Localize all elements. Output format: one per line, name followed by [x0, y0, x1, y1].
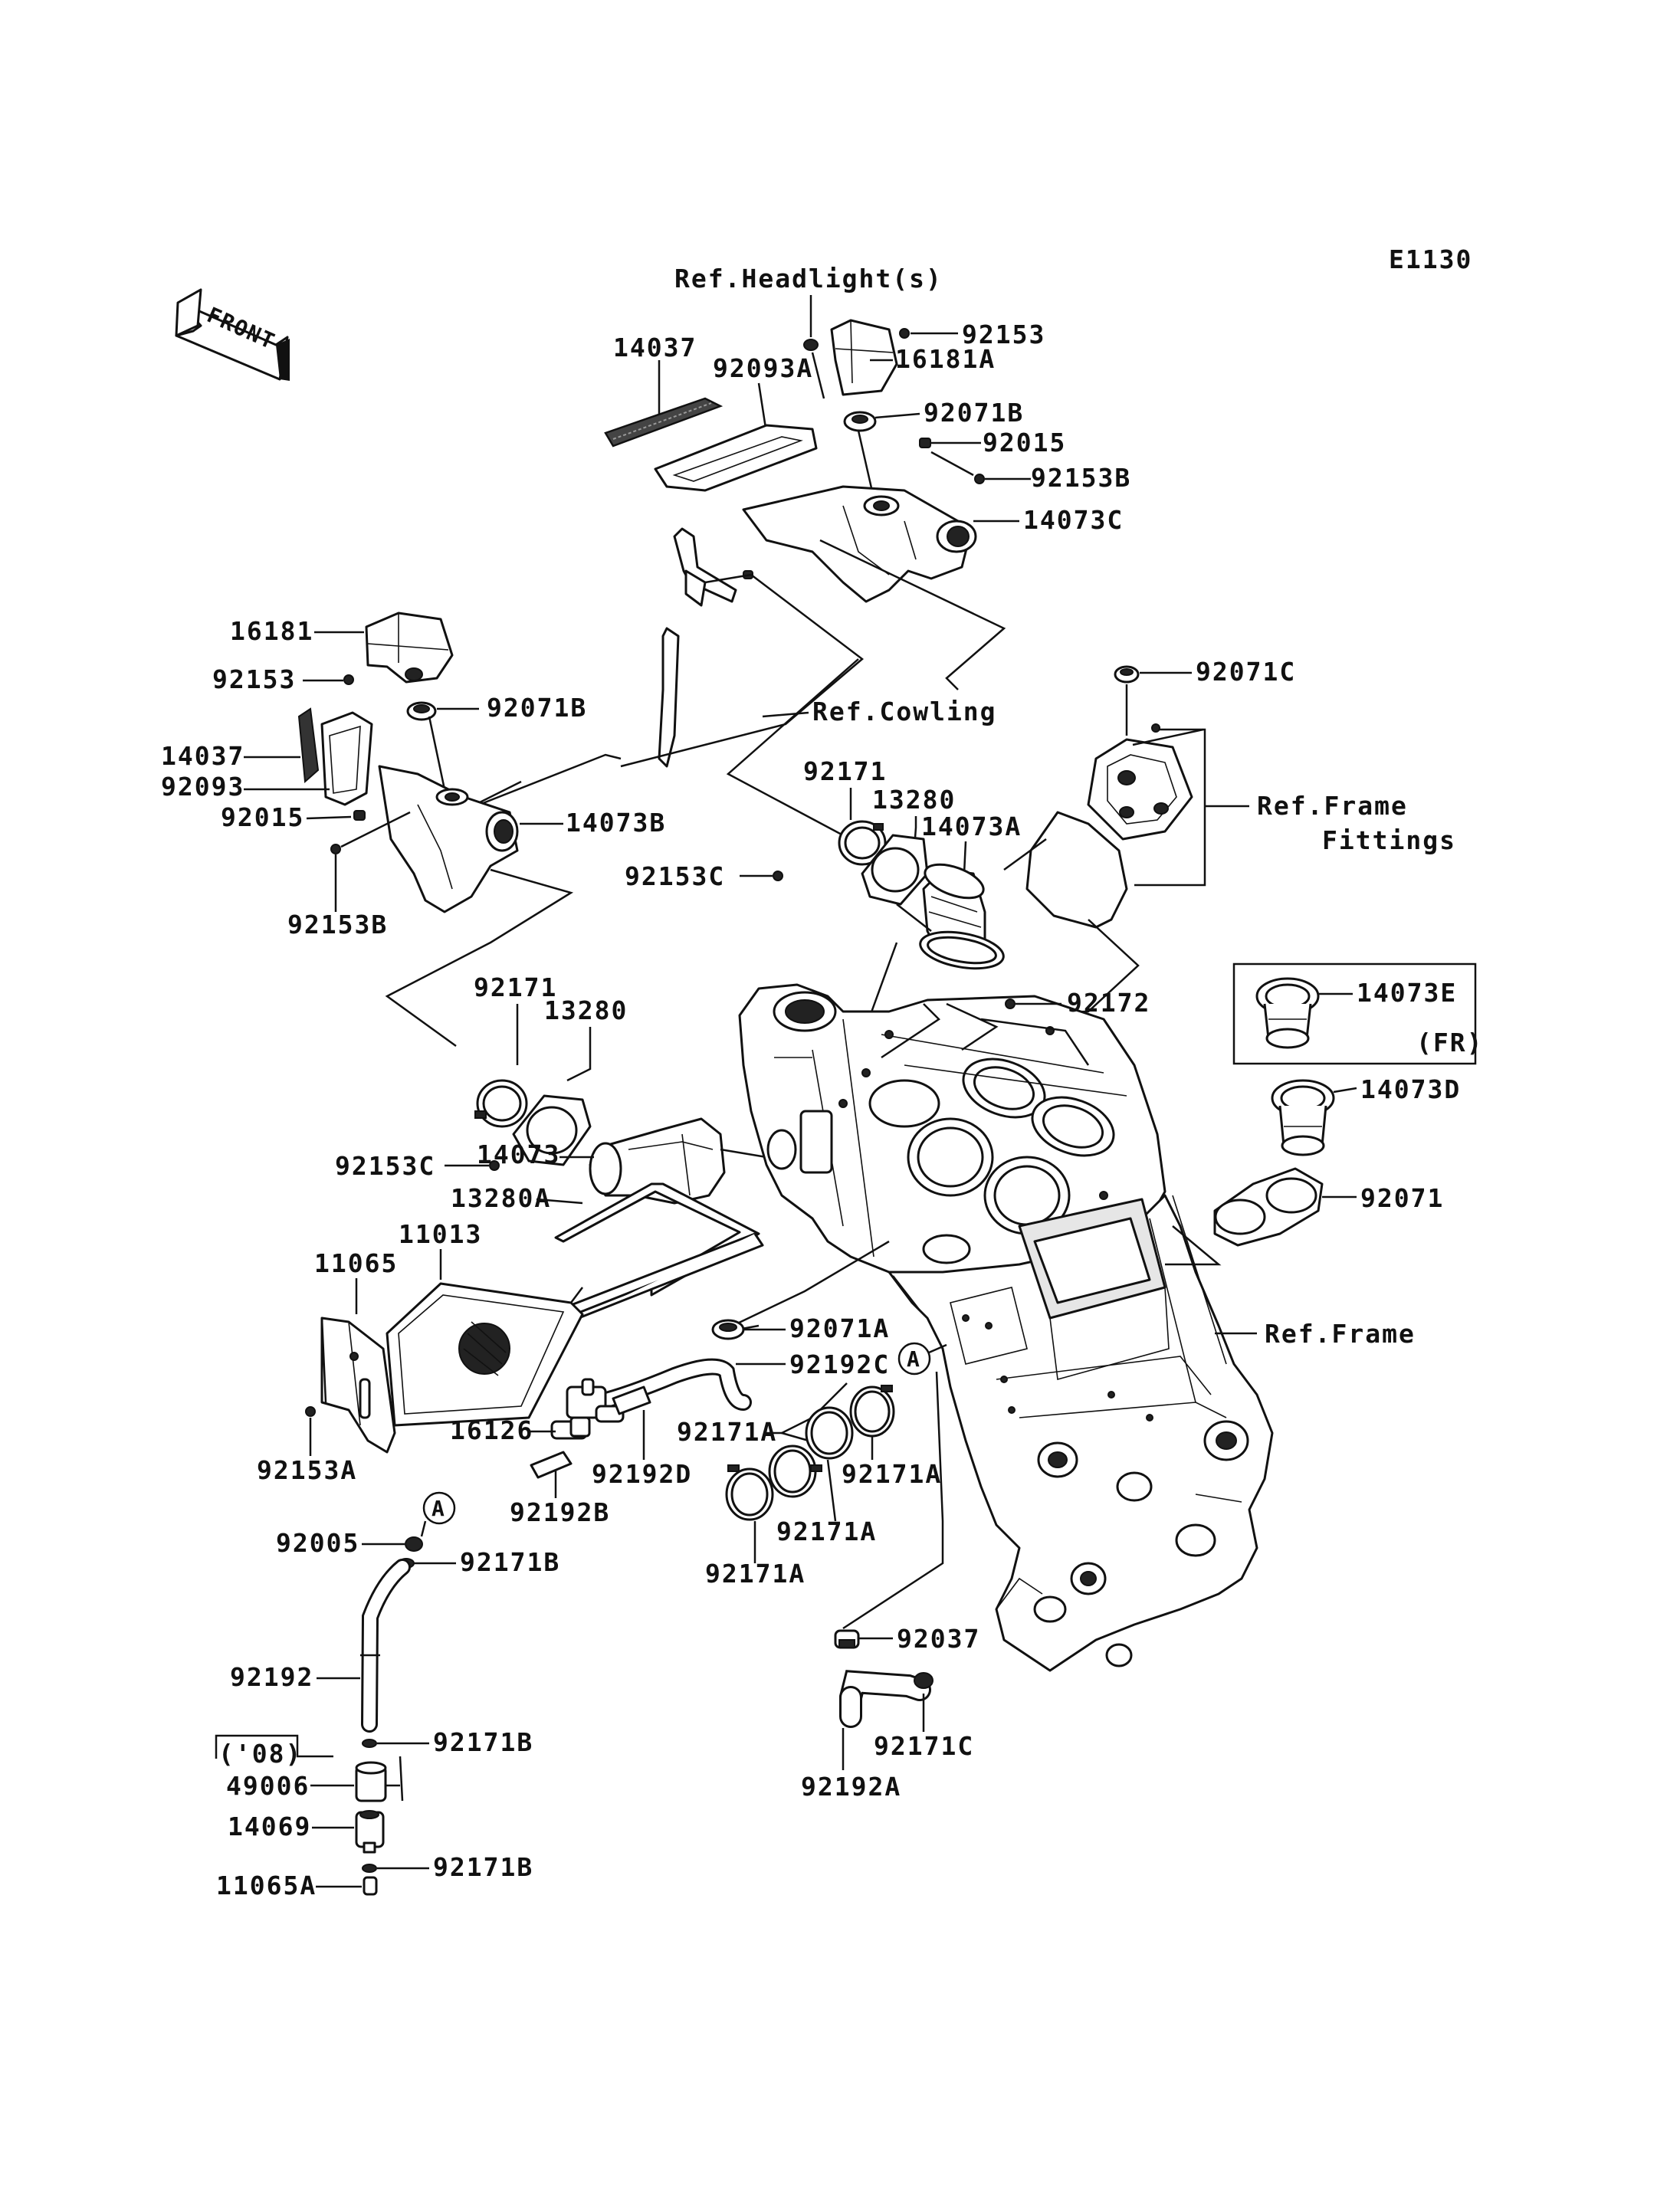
duct-16181: [365, 612, 454, 684]
part-92153c-upper: 92153C: [625, 861, 725, 891]
duct-16181a: [830, 319, 898, 396]
air-filter-11013-icon: [386, 1282, 584, 1427]
part-92171b-2: 92171B: [433, 1727, 533, 1757]
part-92071b-left: 92071B: [487, 693, 587, 723]
part-92153b-left: 92153B: [287, 910, 388, 939]
part-13280-mid: 13280: [544, 995, 628, 1025]
cover-92093a-icon: [654, 424, 818, 492]
part-92171a-4: 92171A: [705, 1559, 806, 1589]
part-92071c: 92071C: [1196, 657, 1296, 687]
part-92171a-3: 92171A: [776, 1517, 877, 1546]
airbox-frame: [738, 983, 1274, 1672]
funnel-14073e-icon: [1255, 977, 1320, 1049]
part-92192a: 92192A: [801, 1772, 901, 1802]
part-14073: 14073: [477, 1139, 560, 1169]
circle-a-label-2: A: [431, 1496, 446, 1521]
gasket-13280-mid-icon: [512, 1094, 592, 1166]
part-92153c-mid: 92153C: [335, 1151, 435, 1181]
frame-fitting-icon: [1025, 738, 1193, 929]
part-92093: 92093: [161, 772, 244, 802]
gasket-13280-upper-icon: [861, 834, 929, 906]
circle-a-label-1: A: [907, 1346, 921, 1372]
part-92192: 92192: [230, 1662, 313, 1692]
grommet-92071a-icon: [711, 1319, 745, 1340]
part-14073a: 14073A: [921, 812, 1022, 841]
part-14073b: 14073B: [566, 808, 666, 838]
part-92192d: 92192D: [592, 1459, 692, 1489]
part-14073c: 14073C: [1023, 505, 1124, 535]
plug-11065a-icon: [363, 1876, 378, 1896]
part-92171b-3: 92171B: [433, 1852, 533, 1882]
diagram-code: E1130: [1389, 244, 1472, 274]
front-variant-box: [1232, 962, 1477, 1065]
part-13280-upper: 13280: [872, 785, 956, 815]
part-92015-top: 92015: [983, 428, 1066, 457]
part-92171b-1: 92171B: [460, 1547, 560, 1577]
part-14073e: 14073E: [1357, 978, 1457, 1008]
part-13280a: 13280A: [451, 1183, 551, 1213]
clamps-92171a-icon: [725, 1385, 895, 1521]
part-16126: 16126: [450, 1415, 533, 1445]
bracket-icon: [658, 527, 737, 768]
part-92171c: 92171C: [874, 1731, 974, 1761]
cover-11065-icon: [320, 1317, 396, 1454]
part-11013: 11013: [399, 1219, 482, 1249]
part-49006: 49006: [226, 1771, 310, 1801]
part-14037-left: 14037: [161, 741, 244, 771]
part-92005: 92005: [276, 1528, 359, 1558]
part-92192b: 92192B: [510, 1497, 610, 1527]
funnel-14073d-icon: [1271, 1079, 1335, 1156]
part-16181a: 16181A: [895, 344, 996, 374]
ref-frame-fittings-label-2: Fittings: [1322, 825, 1456, 855]
reference-a-circle-2: [422, 1491, 456, 1525]
part-92171-mid: 92171: [474, 972, 557, 1002]
ref-frame-label: Ref.Frame: [1265, 1319, 1416, 1349]
part-14073d: 14073D: [1360, 1074, 1461, 1104]
part-92093a: 92093A: [713, 353, 813, 383]
part-11065: 11065: [314, 1248, 398, 1278]
filter-14069-icon: [355, 1810, 385, 1854]
cap-92005-icon: [405, 1536, 423, 1552]
part-92172: 92172: [1067, 988, 1150, 1018]
note-08: ('08): [218, 1739, 302, 1769]
part-92037: 92037: [897, 1624, 980, 1654]
part-92192c: 92192C: [789, 1349, 890, 1379]
clip-92037-icon: [834, 1629, 860, 1649]
valve-16126-icon: [550, 1378, 625, 1440]
cover-92093-icon: [320, 711, 373, 806]
part-92071: 92071: [1360, 1183, 1444, 1213]
part-92153b-top: 92153B: [1031, 463, 1131, 493]
part-92071b-top: 92071B: [924, 398, 1024, 428]
part-14037-top: 14037: [613, 333, 697, 362]
reference-a-circle-1: [897, 1342, 931, 1376]
duct-14073c: [742, 485, 977, 603]
ref-frame-fittings-label-1: Ref.Frame: [1257, 791, 1408, 821]
part-16181: 16181: [230, 616, 313, 646]
ref-headlights-label: Ref.Headlight(s): [674, 264, 943, 293]
duct-14073b: [378, 765, 519, 913]
part-92171-upper: 92171: [803, 756, 887, 786]
part-92171a-2: 92171A: [842, 1459, 942, 1489]
ref-cowling-label: Ref.Cowling: [812, 697, 997, 726]
frame-13280a-icon: [554, 1182, 764, 1320]
duct-14073a: [919, 863, 1005, 970]
duct-14073: [589, 1117, 726, 1205]
part-92153-top: 92153: [962, 320, 1045, 349]
part-92171a-1: 92171A: [677, 1417, 777, 1447]
part-92071a: 92071A: [789, 1313, 890, 1343]
filter-49006-icon: [355, 1761, 387, 1802]
clip-icon: [803, 339, 819, 351]
part-92015-left: 92015: [221, 802, 304, 832]
part-92153a: 92153A: [257, 1455, 357, 1485]
part-92153-left: 92153: [212, 664, 296, 694]
mesh-14037-top-icon: [604, 397, 724, 448]
gasket-92071-icon: [1213, 1167, 1324, 1247]
fr-note: (FR): [1416, 1028, 1483, 1058]
part-11065a: 11065A: [216, 1871, 317, 1900]
part-14069: 14069: [228, 1812, 311, 1841]
front-arrow-icon: FRONT: [175, 288, 290, 381]
